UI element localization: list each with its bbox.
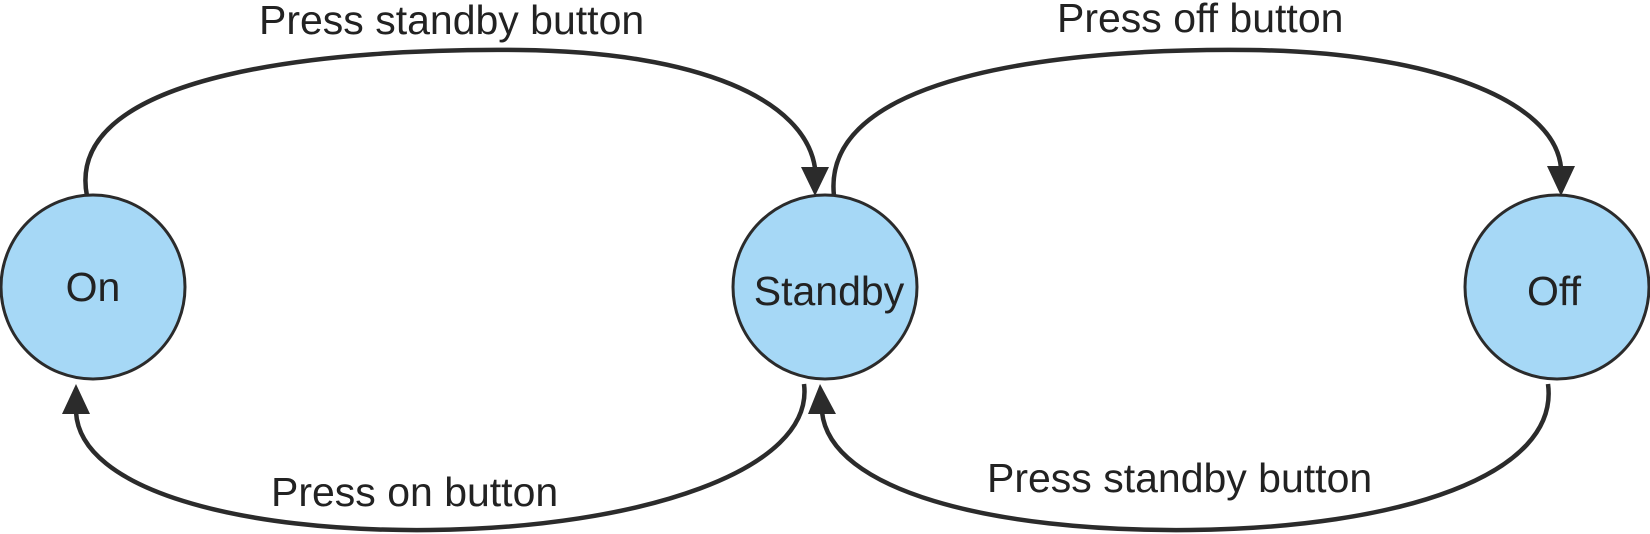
arrowhead-off-to-standby xyxy=(808,384,836,414)
state-off-label: Off xyxy=(1527,268,1582,314)
transition-standby-to-on: Press on button xyxy=(62,383,807,533)
edge-standby-to-on xyxy=(73,383,807,533)
edge-on-to-standby xyxy=(83,47,818,197)
state-on: On xyxy=(0,193,187,381)
edge-label-off-to-standby: Press standby button xyxy=(987,455,1372,501)
state-standby-circle xyxy=(731,193,919,381)
transition-standby-to-off: Press off button xyxy=(831,0,1575,197)
arrowhead-on-to-standby xyxy=(801,167,829,196)
state-off-circle xyxy=(1463,193,1650,381)
state-on-label: On xyxy=(66,264,121,310)
arrowhead-standby-to-off xyxy=(1547,166,1575,196)
transition-on-to-standby: Press standby button xyxy=(83,0,829,197)
edge-standby-to-off xyxy=(831,47,1564,197)
state-standby-label: Standby xyxy=(754,268,905,314)
arrowhead-standby-to-on xyxy=(62,384,90,414)
edge-label-standby-to-off: Press off button xyxy=(1057,0,1343,41)
edge-label-standby-to-on: Press on button xyxy=(271,469,558,515)
transition-off-to-standby: Press standby button xyxy=(808,383,1551,533)
edge-off-to-standby xyxy=(819,383,1551,533)
state-on-circle xyxy=(0,193,187,381)
state-off: Off xyxy=(1463,193,1650,381)
edge-label-on-to-standby: Press standby button xyxy=(259,0,644,43)
state-standby: Standby xyxy=(731,193,919,381)
